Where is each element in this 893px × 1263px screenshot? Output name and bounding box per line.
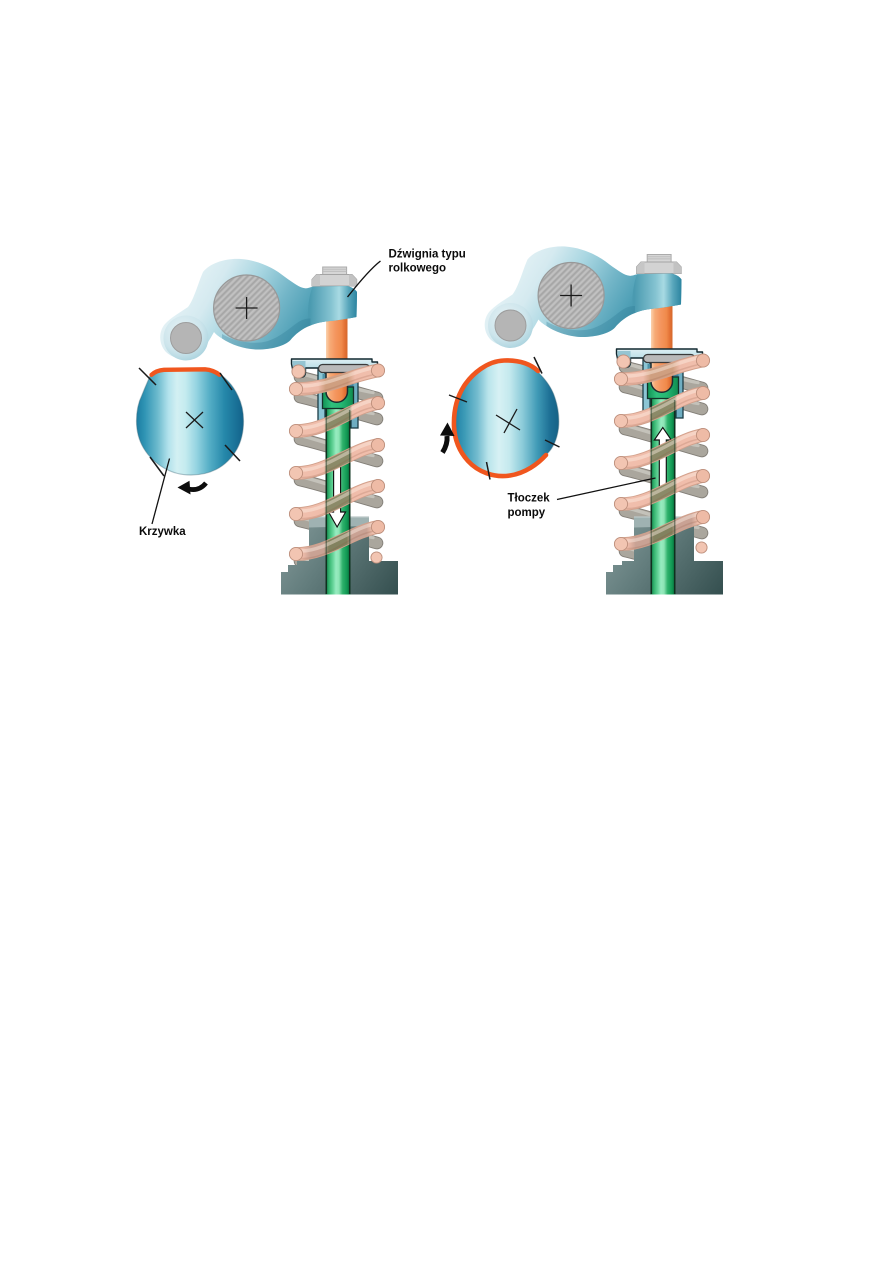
svg-text:pompy: pompy	[508, 507, 546, 519]
svg-text:Dźwignia typu: Dźwignia typu	[389, 249, 466, 261]
svg-text:rolkowego: rolkowego	[389, 263, 447, 275]
svg-text:Krzywka: Krzywka	[139, 526, 186, 538]
svg-text:Tłoczek: Tłoczek	[508, 493, 551, 505]
